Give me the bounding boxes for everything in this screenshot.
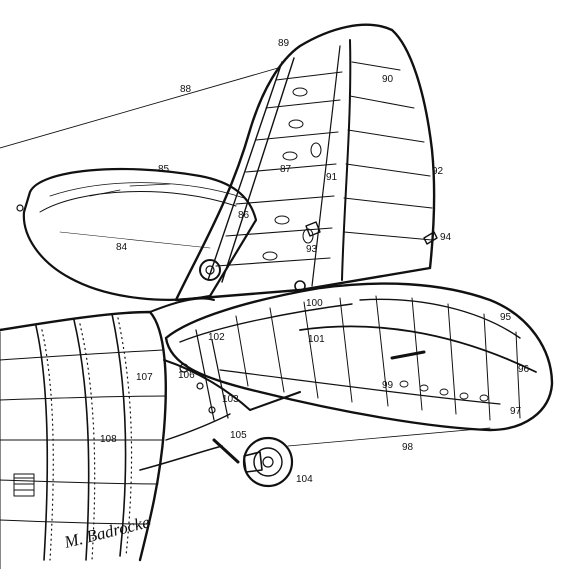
callout-85: 85 <box>158 164 170 175</box>
callout-95: 95 <box>500 312 512 323</box>
left-tailplane <box>16 167 258 301</box>
callout-107: 107 <box>136 372 153 383</box>
callout-102: 102 <box>208 332 225 343</box>
callout-88: 88 <box>180 84 192 95</box>
leader-line-88 <box>0 67 279 149</box>
callout-86: 86 <box>238 210 250 221</box>
callout-84: 84 <box>116 242 128 253</box>
callout-106: 106 <box>178 370 195 381</box>
artist-signature: M. Badrocke <box>61 512 152 552</box>
callout-104: 104 <box>296 474 313 485</box>
callout-98: 98 <box>402 442 414 453</box>
tail-wheel <box>212 436 294 488</box>
callout-94: 94 <box>440 232 452 243</box>
fin-and-rudder <box>174 23 438 302</box>
callout-97: 97 <box>510 406 522 417</box>
callout-101: 101 <box>308 334 325 345</box>
callout-108: 108 <box>100 434 117 445</box>
callout-93: 93 <box>306 244 318 255</box>
callout-100: 100 <box>306 298 323 309</box>
callout-87: 87 <box>280 164 292 175</box>
callout-90: 90 <box>382 74 394 85</box>
callout-96: 96 <box>518 364 530 375</box>
callout-labels: 84 85 86 87 88 89 90 91 92 93 94 95 96 9… <box>100 38 530 485</box>
callout-99: 99 <box>382 380 394 391</box>
callout-89: 89 <box>278 38 290 49</box>
right-tailplane <box>164 280 554 432</box>
callout-103: 103 <box>222 394 239 405</box>
rear-fuselage <box>0 297 301 569</box>
leader-line-98 <box>287 427 491 447</box>
callout-92: 92 <box>432 166 444 177</box>
callout-105: 105 <box>230 430 247 441</box>
callout-91: 91 <box>326 172 338 183</box>
